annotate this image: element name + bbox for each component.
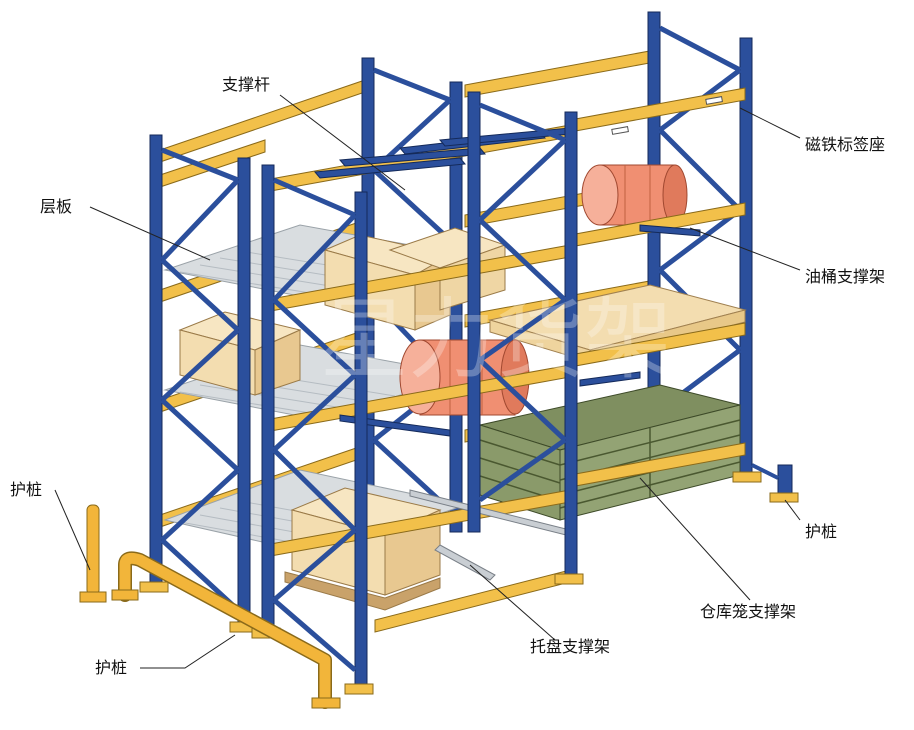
label-guard-post-left: 护桩: [10, 480, 42, 499]
guard-post-right: [751, 463, 799, 503]
front-upright-frame-left: [139, 134, 259, 633]
label-shelf-deck: 层板: [40, 197, 72, 216]
label-cage-support: 仓库笼支撑架: [700, 602, 796, 621]
label-guard-post-right: 护桩: [805, 522, 837, 541]
back-upright-frame-right: [647, 11, 753, 479]
label-drum-support: 油桶支撑架: [805, 267, 885, 286]
magnet-label-holders: [611, 96, 723, 135]
watermark: 星力货架: [320, 288, 672, 391]
drum-upper: [581, 164, 688, 226]
label-magnet-label-holder: 磁铁标签座: [805, 135, 885, 154]
label-support-bar: 支撑杆: [222, 75, 270, 94]
label-pallet-support: 托盘支撑架: [530, 637, 610, 656]
guard-post-left: [79, 504, 107, 603]
guard-rail-bottom: [111, 551, 341, 709]
front-upright-frame-right: [467, 91, 762, 585]
leader-lines: [54, 94, 801, 669]
label-guard-rail-bottom: 护桩: [95, 658, 127, 677]
